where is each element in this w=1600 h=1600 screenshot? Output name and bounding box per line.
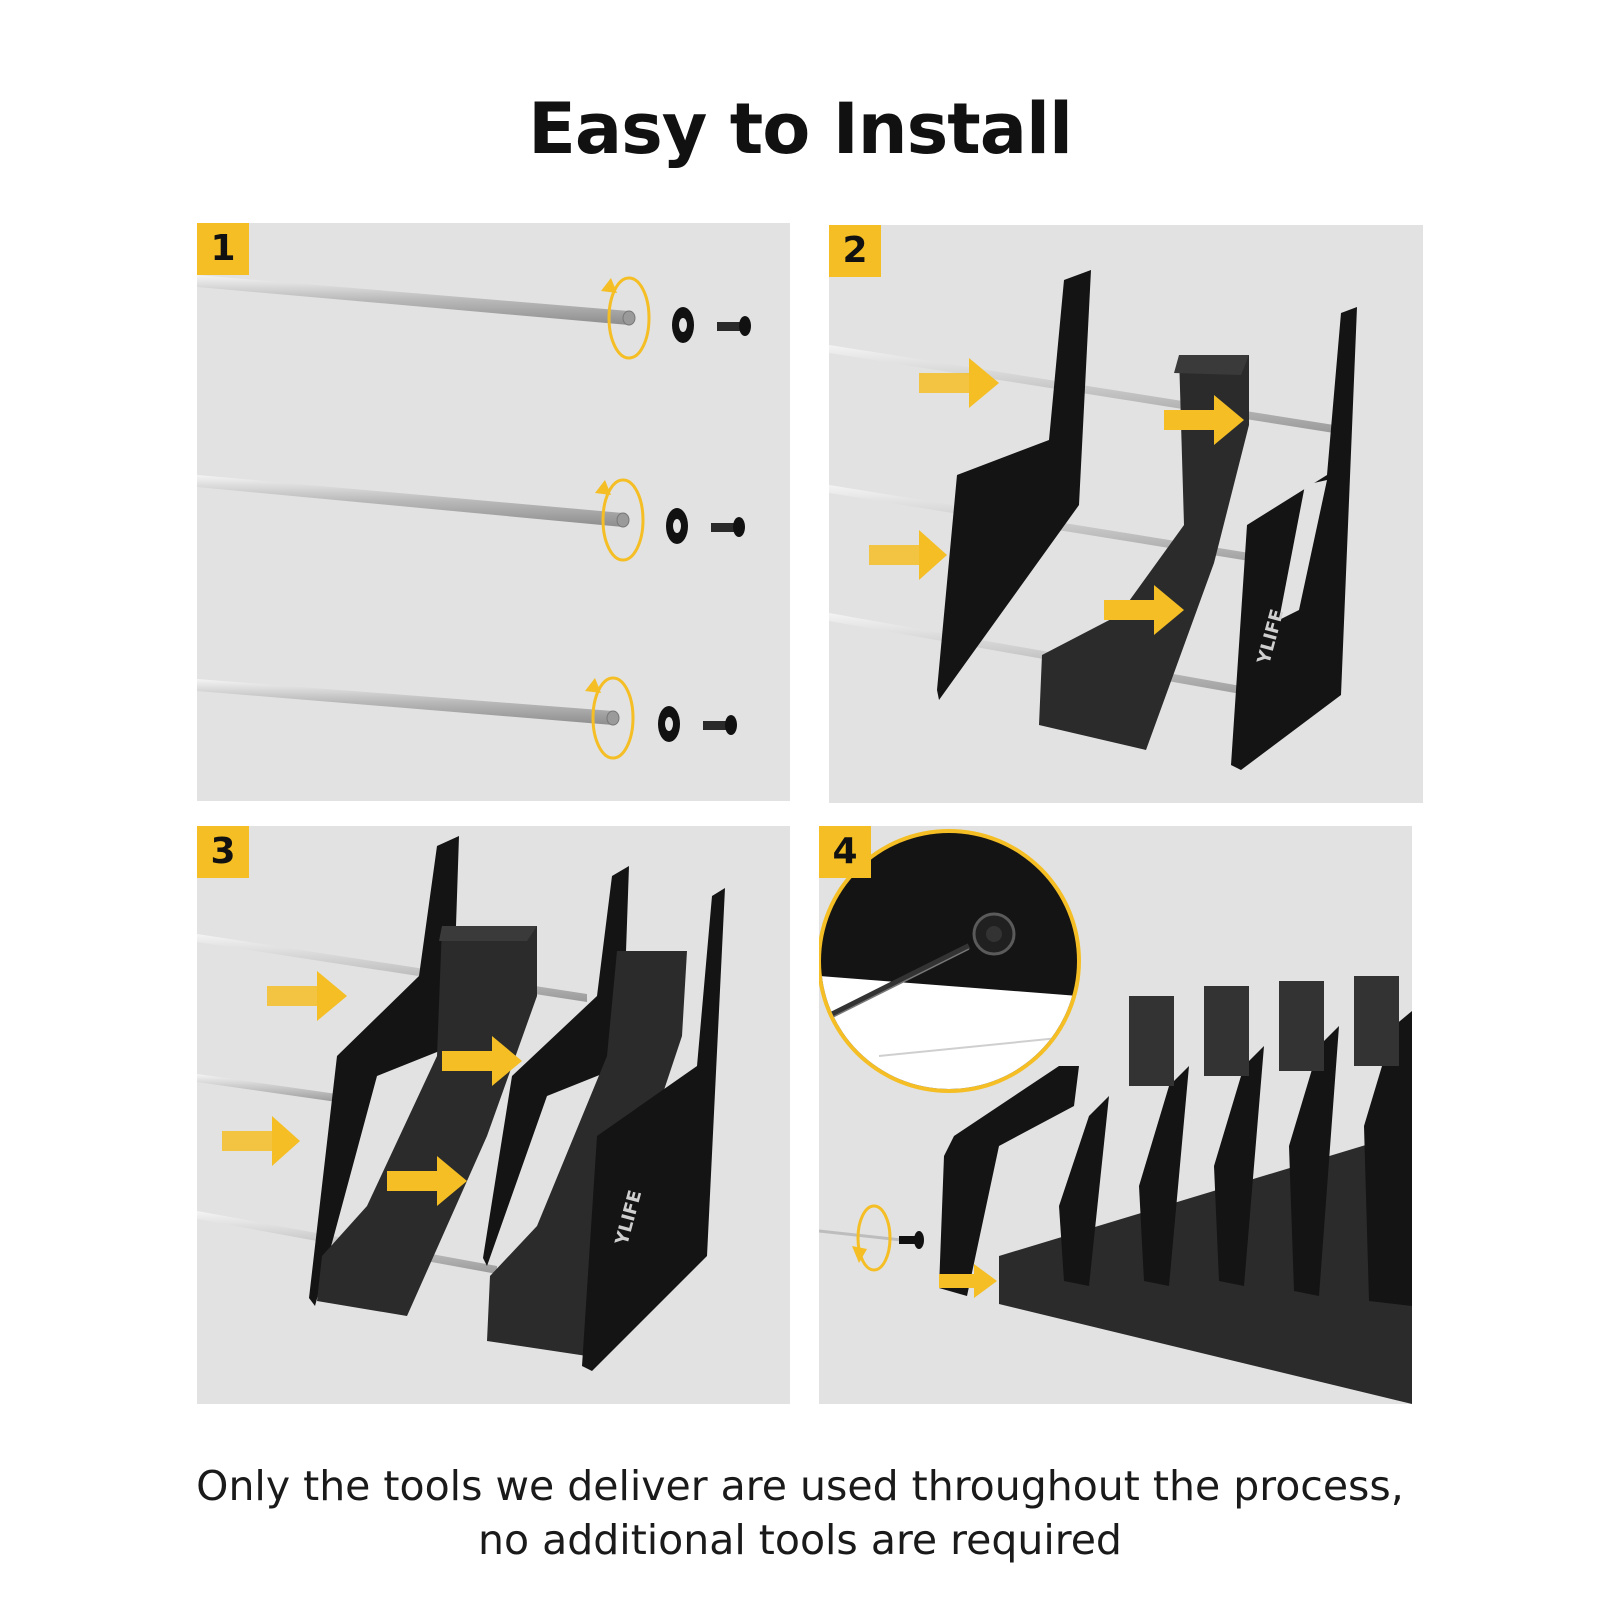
washer-icon (658, 706, 680, 742)
page-title: Easy to Install (528, 88, 1073, 170)
screw-icon (899, 1231, 924, 1249)
back-side-plate: YLIFE (1231, 307, 1357, 770)
screw-icon (703, 715, 737, 735)
push-arrow-icon (1104, 585, 1184, 635)
step-1-panel: 1 (197, 223, 790, 801)
rotate-arrow-icon (595, 478, 645, 562)
rotate-arrow-icon (852, 1204, 892, 1272)
push-arrow-icon (919, 358, 999, 408)
screw-icon (711, 517, 745, 537)
step-2-illustration: YLIFE (829, 270, 1357, 770)
step-1-badge: 1 (197, 223, 249, 275)
push-arrow-icon (387, 1156, 467, 1206)
rod-end (819, 1229, 912, 1243)
second-foam-divider (487, 951, 687, 1356)
step-3-illustration: YLIFE (197, 836, 725, 1371)
step-2-panel: 2 YLIFE (829, 225, 1423, 803)
screw-icon (717, 316, 751, 336)
rod-1 (197, 275, 636, 326)
magnifier-callout-icon (819, 829, 1081, 1093)
push-arrow-icon (222, 1116, 300, 1166)
first-foam-divider (317, 926, 537, 1316)
push-arrow-icon (1164, 395, 1244, 445)
step-4-panel: 4 (819, 826, 1412, 1404)
rod-middle (197, 1074, 337, 1102)
caption-line-1: Only the tools we deliver are used throu… (196, 1462, 1404, 1510)
step-2-badge: 2 (829, 225, 881, 277)
push-arrow-icon (442, 1036, 522, 1086)
foam-divider (1039, 355, 1249, 750)
rotate-arrow-icon (601, 276, 651, 360)
first-side-plate (309, 836, 459, 1306)
rod-2 (197, 475, 630, 528)
washer-icon (672, 307, 694, 343)
second-side-plate (483, 866, 629, 1266)
washer-icon (666, 508, 688, 544)
push-arrow-icon (267, 971, 347, 1021)
step-4-badge: 4 (819, 826, 871, 878)
step-3-badge: 3 (197, 826, 249, 878)
rotate-arrow-icon (585, 676, 635, 760)
back-side-plate: YLIFE (582, 888, 725, 1371)
step-3-panel: 3 YLIFE (197, 826, 790, 1404)
step-4-illustration (819, 829, 1412, 1404)
assembled-rack (939, 976, 1412, 1404)
push-arrow-icon (869, 530, 947, 580)
caption-line-2: no additional tools are required (478, 1516, 1122, 1564)
rod-3 (197, 679, 620, 726)
step-1-illustration (197, 275, 751, 760)
front-side-plate (937, 270, 1091, 700)
push-arrow-icon (939, 1264, 997, 1298)
